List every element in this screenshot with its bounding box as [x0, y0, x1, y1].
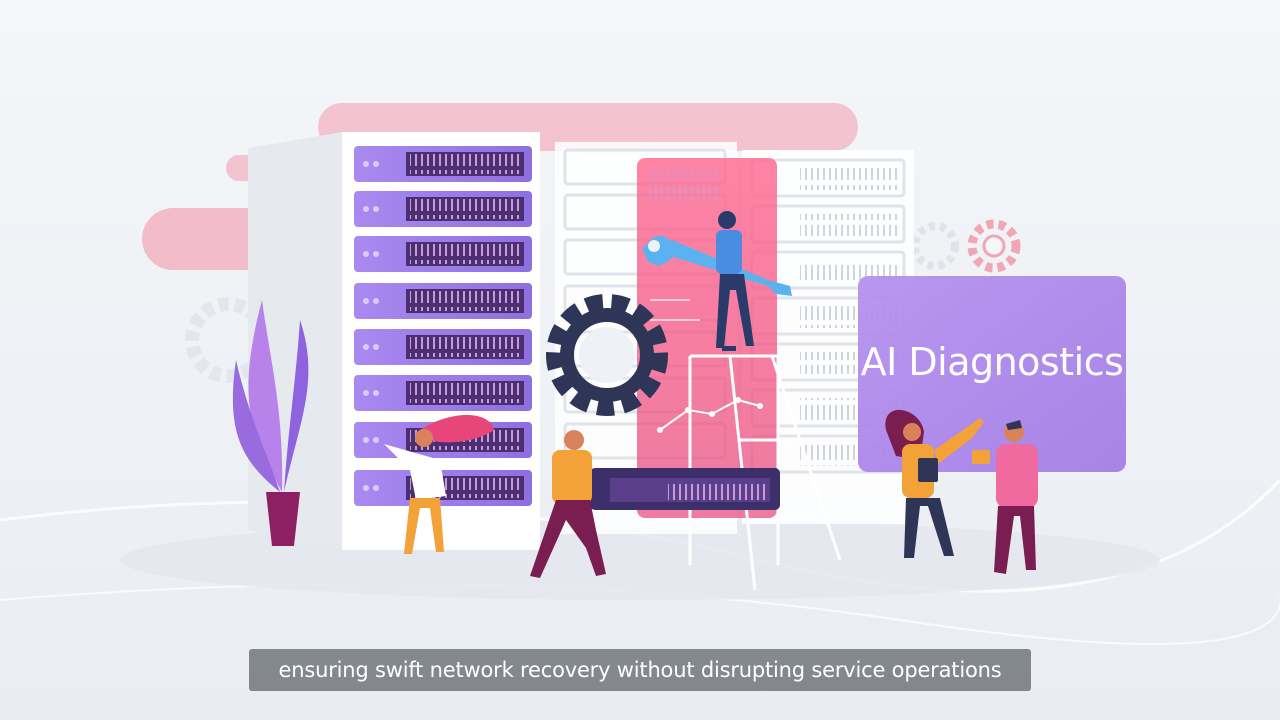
gear-icon — [546, 294, 668, 416]
server-unit — [590, 468, 780, 510]
ladder — [688, 354, 842, 591]
person-with-tablet — [972, 420, 1038, 574]
tablet-icon — [972, 450, 990, 464]
technician-on-ladder — [716, 211, 754, 351]
clipboard-icon — [918, 458, 938, 482]
ai-diagnostics-panel — [858, 276, 1126, 472]
gear-icon — [911, 219, 1021, 273]
ai-diagnostics-label: AI Diagnostics — [860, 340, 1124, 384]
plant-icon — [232, 300, 309, 546]
person-lifting — [530, 430, 606, 578]
person-with-clipboard — [885, 409, 984, 558]
caption-text: ensuring swift network recovery without … — [278, 658, 1002, 682]
caption-bar: ensuring swift network recovery without … — [249, 649, 1031, 691]
server-rack-left — [248, 132, 540, 550]
person-reaching — [384, 415, 494, 554]
